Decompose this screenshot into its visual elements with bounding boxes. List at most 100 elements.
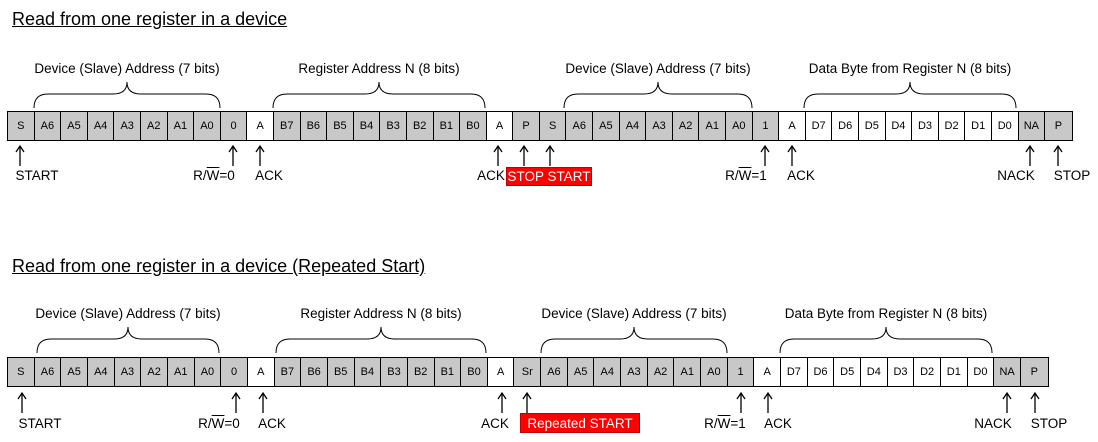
bit-cell: D1 [965, 112, 992, 140]
bit-cell: NA [1018, 112, 1046, 140]
bit-cell: D5 [834, 358, 861, 386]
diagram-title: Read from one register in a device (Repe… [12, 256, 426, 276]
bit-cell: A6 [34, 112, 62, 140]
nack-label: NACK [974, 416, 1012, 431]
stop-arrow-icon [519, 144, 529, 166]
brace-data-byte [803, 81, 1017, 109]
group-label-register-address: Register Address N (8 bits) [298, 61, 460, 76]
brace-device-address [33, 81, 221, 109]
brace-register-address [275, 326, 487, 354]
stop-label: STOP [1030, 416, 1068, 431]
diagram-read-register-repeated-start: Read from one register in a device (Repe… [0, 221, 1098, 442]
group-label-device-address: Device (Slave) Address (7 bits) [34, 61, 220, 76]
bit-cell: B0 [460, 112, 487, 140]
brace-device-address-2 [540, 326, 728, 354]
brace-register-address [272, 81, 486, 109]
bit-cell: A [247, 358, 275, 386]
bit-cell: S [539, 112, 567, 140]
bit-cell: B4 [353, 112, 381, 140]
ack-label: ACK [764, 416, 792, 431]
bit-cell: A2 [672, 112, 700, 140]
bit-cell: D6 [832, 112, 859, 140]
group-braces [33, 81, 1017, 109]
bit-cell: A [247, 112, 274, 140]
bit-cell: B6 [300, 112, 328, 140]
bit-cell: A5 [593, 112, 620, 140]
rw0-arrow-icon [228, 144, 238, 166]
bit-cell: B1 [433, 112, 461, 140]
bit-cell: A6 [541, 358, 568, 386]
bit-cell: B2 [407, 358, 435, 386]
rw1-label: R/W=1 [704, 416, 746, 431]
rw0-label: R/W=0 [198, 416, 240, 431]
bit-cell: 0 [220, 112, 248, 140]
bit-cell: D6 [807, 358, 835, 386]
group-braces [36, 326, 993, 354]
bit-cell: B5 [327, 112, 354, 140]
brace-device-address [36, 326, 220, 354]
brace-data-byte [779, 326, 993, 354]
rw1-arrow-icon [760, 144, 770, 166]
rw1-label: R/W=1 [725, 168, 767, 183]
bit-cell: B5 [327, 358, 355, 386]
bit-cell: D2 [914, 358, 941, 386]
group-label-register-address: Register Address N (8 bits) [300, 306, 462, 321]
bit-cell: D2 [938, 112, 966, 140]
bit-cell: A3 [646, 112, 673, 140]
bit-cell: D3 [912, 112, 939, 140]
ack-label: ACK [477, 168, 505, 183]
start-arrow-icon [15, 144, 25, 166]
bit-cell: D4 [885, 112, 913, 140]
bit-cell: NA [994, 358, 1021, 386]
bit-cell: D4 [861, 358, 888, 386]
ack-arrow-icon [493, 144, 503, 166]
ack-arrow-icon [497, 391, 507, 413]
bit-cell: A4 [619, 112, 647, 140]
ack-label: ACK [481, 416, 509, 431]
ack-arrow-icon [787, 144, 797, 166]
repeated-start-callout: Repeated START [520, 413, 640, 433]
bit-cell: P [513, 112, 540, 140]
bit-cell: A3 [621, 358, 648, 386]
bit-cell: D0 [967, 358, 995, 386]
bit-cell: A4 [87, 112, 115, 140]
bit-cell: A1 [674, 358, 702, 386]
bit-cell: D1 [940, 358, 968, 386]
nack-arrow-icon [1002, 391, 1012, 413]
diagram-read-register: Read from one register in a device Devic… [7, 9, 1090, 186]
group-label-device-address-2: Device (Slave) Address (7 bits) [541, 306, 727, 321]
bit-cell: B4 [354, 358, 382, 386]
bit-cell: A6 [566, 112, 594, 140]
nack-arrow-icon [1025, 144, 1035, 166]
bit-cell: A0 [701, 358, 728, 386]
repeated-start-arrow-icon [522, 391, 532, 413]
bit-cell: Sr [514, 358, 542, 386]
stop-arrow-icon [1030, 391, 1040, 413]
bit-cell: B3 [381, 358, 408, 386]
bit-cell: A5 [61, 112, 88, 140]
bit-cell: D7 [805, 112, 833, 140]
bit-cell: A2 [141, 358, 168, 386]
bit-cell: A4 [87, 358, 115, 386]
bit-cell: A [487, 358, 515, 386]
bit-cell: A5 [61, 358, 88, 386]
bit-cell: D5 [859, 112, 886, 140]
bit-cell: A3 [114, 112, 141, 140]
bit-cell: S [8, 112, 35, 140]
bit-cell: A2 [647, 358, 675, 386]
ack-arrow-icon [763, 391, 773, 413]
rw1-arrow-icon [736, 391, 746, 413]
bit-cell: B7 [274, 358, 302, 386]
start-label: START [15, 168, 59, 183]
bit-cell: D0 [991, 112, 1019, 140]
diagram-title: Read from one register in a device [12, 9, 288, 29]
bit-cell: 1 [727, 358, 755, 386]
bit-cell: A1 [167, 112, 195, 140]
rw0-label: R/W=0 [193, 168, 235, 183]
bit-cell: A3 [114, 358, 142, 386]
bit-cell: A4 [594, 358, 622, 386]
bit-cell: A1 [699, 112, 727, 140]
bit-cell: B2 [406, 112, 434, 140]
ack-label: ACK [255, 168, 283, 183]
